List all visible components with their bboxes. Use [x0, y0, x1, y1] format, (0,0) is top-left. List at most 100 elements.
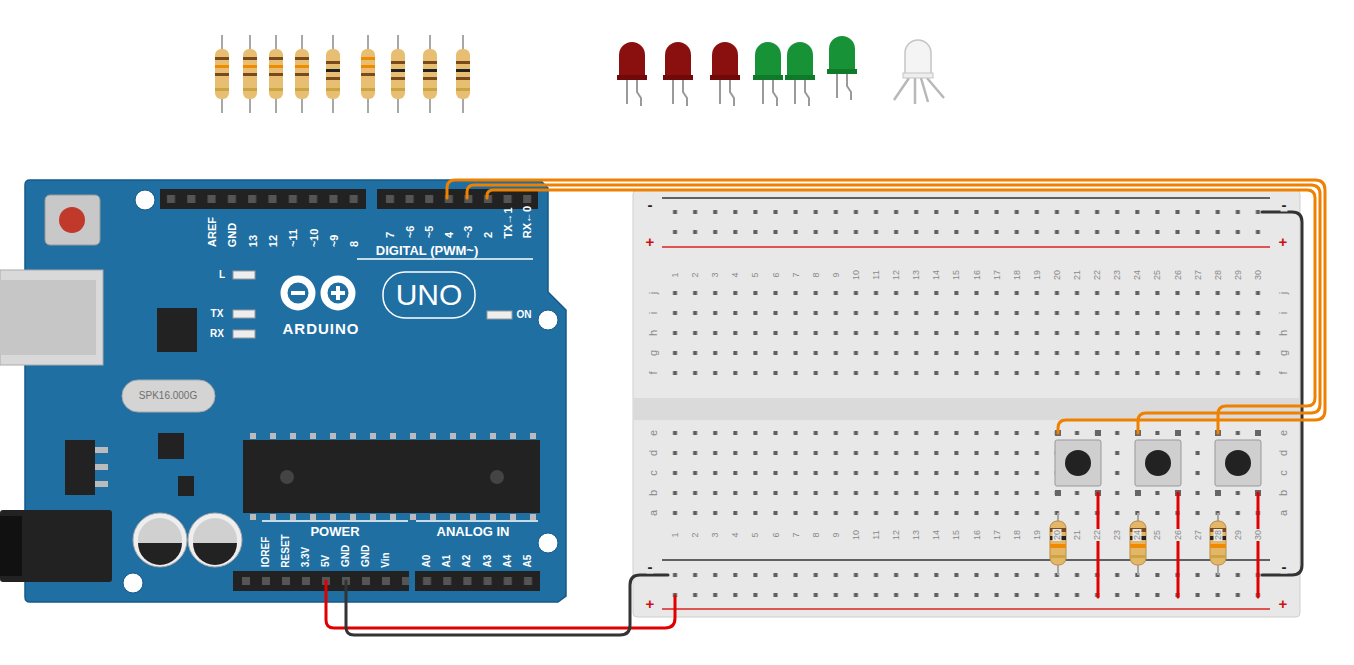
- arduino-board-part: [59, 207, 85, 233]
- loose-leds-part-part: [905, 40, 931, 75]
- loose-resistors-part-part: [391, 77, 405, 80]
- arduino-board-part: [0, 516, 22, 576]
- loose-resistors-part-part: [391, 88, 405, 91]
- pushbuttons-part-part: [1055, 440, 1101, 486]
- loose-resistors-part-part: [423, 61, 437, 64]
- arduino-board-part: [45, 195, 100, 245]
- rail-sign: +: [645, 596, 656, 611]
- loose-leds-part: [827, 36, 857, 100]
- loose-resistors-part-part: [361, 57, 375, 60]
- column-number: 13: [912, 269, 921, 281]
- loose-leds: [617, 36, 944, 106]
- wires-part: [1257, 493, 1260, 597]
- board-resistors-part-part: [1130, 544, 1146, 548]
- column-number: 17: [992, 269, 1001, 281]
- arduino-board-part: [262, 520, 408, 522]
- loose-leds-part-part: [710, 75, 740, 80]
- pin-label: 3.3V: [301, 546, 311, 567]
- row-letter: a: [648, 509, 659, 517]
- loose-leds-part-part: [903, 73, 933, 78]
- board-resistors-part-part: [1050, 521, 1066, 565]
- wires-part: [346, 575, 668, 635]
- loose-leds-part-part: [619, 42, 645, 77]
- loose-resistors-part-part: [295, 49, 309, 99]
- column-number: 13: [912, 529, 921, 541]
- pin-label: RX←0: [522, 206, 533, 238]
- column-number: 22: [1093, 529, 1102, 541]
- loose-leds-part-part: [894, 78, 944, 104]
- loose-resistors-part-part: [269, 57, 283, 60]
- wires-part: [1262, 212, 1302, 575]
- column-number: 23: [1113, 529, 1122, 541]
- loose-leds-part-part: [829, 36, 855, 71]
- loose-leds-part-part: [795, 80, 809, 106]
- loose-resistors-part-part: [326, 61, 340, 64]
- loose-resistors-part-part: [243, 88, 257, 91]
- arduino-board-part: [490, 470, 504, 484]
- pin-label: A4: [503, 554, 513, 567]
- pin-label: RESET: [281, 534, 291, 567]
- loose-resistors-part-part: [456, 88, 470, 91]
- column-number: 24: [1133, 269, 1142, 281]
- arduino-board-part: [250, 514, 536, 520]
- loose-resistors-part-part: [326, 49, 340, 99]
- arduino-board-part: [65, 440, 95, 495]
- arduino-board-part: [0, 280, 96, 355]
- column-number: 28: [1213, 529, 1222, 541]
- pin-label: 4: [443, 232, 454, 238]
- loose-resistors-part-part: [326, 88, 340, 91]
- column-number: 29: [1233, 269, 1242, 281]
- column-number: 12: [892, 269, 901, 281]
- arduino-board-part: [377, 189, 538, 209]
- rail-sign: +: [1278, 234, 1289, 249]
- column-number: 8: [811, 531, 820, 538]
- column-number: 7: [791, 531, 800, 538]
- pin-label: GND: [341, 545, 351, 567]
- pin-label: GND: [361, 545, 371, 567]
- loose-resistors-part-part: [215, 73, 229, 76]
- loose-resistors-part: [361, 35, 375, 113]
- led-label: ON: [517, 310, 532, 320]
- arduino-board-part: [336, 286, 340, 300]
- arduino-board-part: [233, 310, 255, 318]
- arduino-board-part: [291, 291, 305, 295]
- arduino-board-part: [123, 573, 143, 593]
- loose-resistors-part-part: [243, 49, 257, 99]
- column-number: 9: [831, 531, 840, 538]
- section-title: ANALOG IN: [437, 525, 510, 538]
- pushbuttons-part-part: [1225, 450, 1251, 476]
- brand-text: ARDUINO: [283, 321, 360, 336]
- board-resistors-part: [1050, 513, 1066, 575]
- column-number: 27: [1193, 269, 1202, 281]
- pin-label: AREF: [207, 217, 218, 247]
- column-number: 16: [972, 269, 981, 281]
- column-number: 9: [831, 271, 840, 278]
- column-number: 4: [731, 531, 740, 538]
- arduino-board-part: [160, 189, 366, 209]
- column-number: 7: [791, 271, 800, 278]
- arduino-board-part: [243, 440, 540, 513]
- column-number: 5: [751, 531, 760, 538]
- pushbuttons: [1055, 430, 1261, 496]
- loose-leds-part: [894, 40, 944, 104]
- arduino-board-part: [95, 447, 108, 453]
- loose-leds-part: [753, 42, 783, 106]
- loose-resistors-part-part: [295, 73, 309, 76]
- breadboard-part: [633, 190, 1300, 617]
- model-text: UNO: [396, 280, 463, 310]
- row-letter: i: [1278, 311, 1289, 315]
- arduino-board-part: [416, 520, 538, 522]
- breadboard-part: [662, 246, 1270, 248]
- loose-leds-part-part: [755, 42, 781, 77]
- pin-label: TX→1: [502, 207, 513, 238]
- loose-resistors-part: [326, 35, 340, 113]
- arduino-board-part: [135, 190, 155, 210]
- column-number: 10: [851, 529, 860, 541]
- arduino-board-part: [193, 543, 237, 565]
- arduino-board-part: [122, 380, 215, 412]
- column-number: 27: [1193, 529, 1202, 541]
- column-number: 11: [872, 269, 881, 280]
- arduino-board-part: [133, 513, 187, 567]
- loose-leds-part: [617, 42, 647, 106]
